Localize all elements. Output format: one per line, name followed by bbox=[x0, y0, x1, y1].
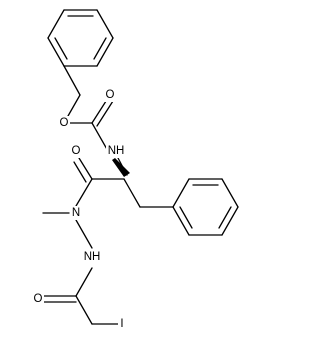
bond bbox=[221, 178, 239, 208]
bond-carbonyl-to-nh bbox=[91, 122, 109, 152]
bond-carbonyl-to-ch2 bbox=[75, 295, 93, 325]
aromatic-inner-bond bbox=[179, 206, 193, 229]
amide-c-o-double-2 bbox=[73, 161, 87, 183]
atom-label: I bbox=[120, 318, 123, 330]
atom-hydrazide-nh: NH bbox=[82, 250, 102, 264]
atom-carbamate-carbonyl-oxygen: O bbox=[104, 88, 115, 102]
bond bbox=[172, 206, 190, 236]
amide-c-o-double-1 bbox=[78, 157, 93, 180]
atom-label: O bbox=[34, 293, 43, 305]
atom-iodine: I bbox=[118, 317, 126, 331]
atom-iodoacetyl-carbonyl-oxygen: O bbox=[33, 292, 44, 306]
aromatic-inner-bond bbox=[93, 37, 107, 60]
atom-label: NH bbox=[84, 251, 101, 263]
right-phenyl-ring bbox=[172, 178, 239, 236]
bond bbox=[47, 37, 65, 67]
molecule-structure-diagram: O O NH O N NH O I bbox=[33, 9, 239, 331]
bond-nh-to-carbonyl bbox=[75, 267, 93, 297]
atom-hydrazide-n-methyl-nitrogen: N bbox=[70, 206, 82, 220]
carbamate-c-o-double-2 bbox=[96, 100, 114, 127]
bond bbox=[47, 9, 65, 39]
atom-ester-oxygen: O bbox=[59, 116, 70, 130]
bond bbox=[96, 9, 114, 39]
atom-label: O bbox=[106, 89, 115, 101]
bond bbox=[221, 206, 239, 236]
atom-amide-carbonyl-oxygen: O bbox=[71, 144, 82, 158]
atom-label: N bbox=[72, 207, 80, 219]
top-phenyl-ring bbox=[47, 9, 114, 67]
aromatic-inner-bond bbox=[54, 37, 68, 60]
atom-label: O bbox=[60, 117, 69, 129]
aromatic-inner-bond bbox=[218, 206, 232, 229]
atom-carbamate-nitrogen: NH bbox=[106, 144, 126, 158]
atom-label: O bbox=[72, 145, 81, 157]
bond-n-to-nh bbox=[75, 219, 93, 249]
atom-label: NH bbox=[108, 145, 125, 157]
bond bbox=[172, 178, 190, 208]
bond-alpha-to-benzyl-ch2 bbox=[123, 178, 141, 208]
carbamate-c-o-double-1 bbox=[91, 97, 109, 124]
bond-ring-to-ch2 bbox=[63, 65, 81, 96]
stereo-wedge-bond bbox=[112, 158, 130, 177]
bond bbox=[96, 37, 114, 67]
bond-amide-carbon-to-n bbox=[75, 178, 93, 207]
